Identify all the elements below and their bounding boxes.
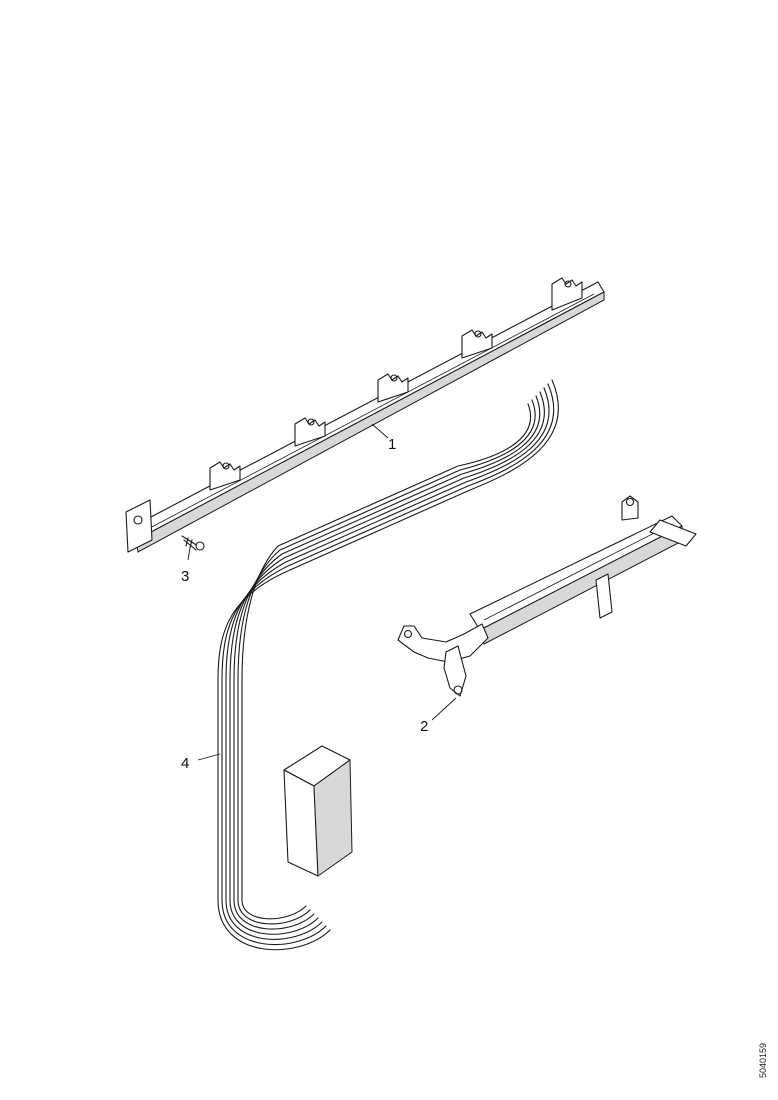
callout-3: 3	[181, 568, 189, 585]
part-1-rail	[125, 277, 605, 553]
callout-4: 4	[181, 755, 189, 772]
callout-1: 1	[388, 436, 396, 453]
reference-code: 5040159	[758, 1043, 768, 1078]
callout-2: 2	[420, 718, 428, 735]
part-3-screw	[181, 535, 205, 551]
part-2-bracket	[397, 495, 697, 697]
leader-lines	[187, 423, 457, 761]
part-4-ribbon-cable	[217, 379, 559, 951]
rail-tabs	[209, 277, 583, 491]
